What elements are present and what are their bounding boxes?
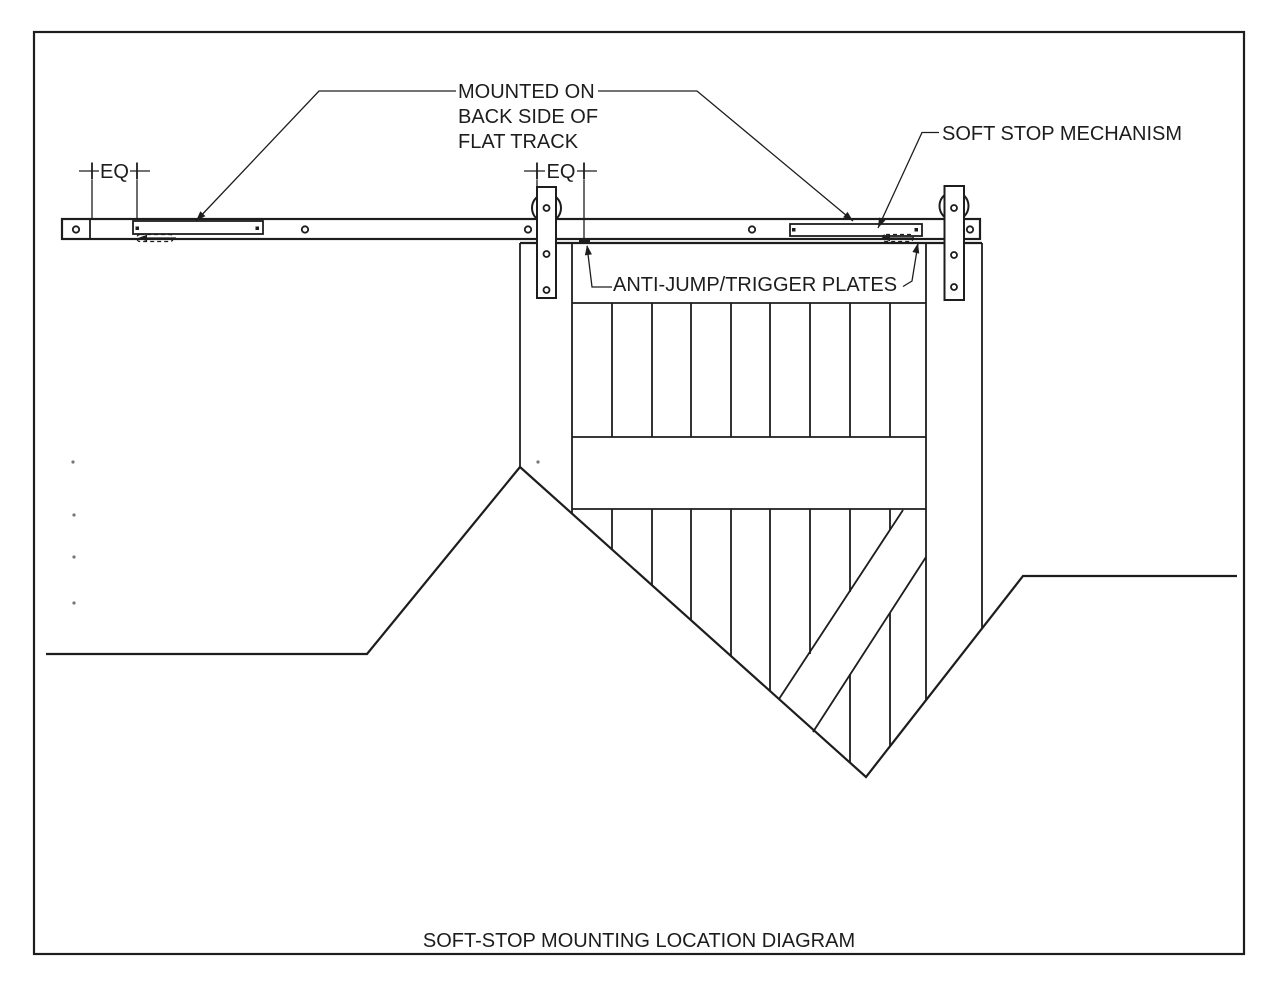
mounted-on-right-leader	[598, 90, 854, 222]
left-soft-stop-mechanism	[132, 220, 264, 235]
strap-hole	[542, 204, 551, 212]
mounted-on-label-line2: BACK SIDE OF	[458, 106, 598, 128]
strap-hole	[950, 251, 958, 259]
screw-dot	[914, 228, 918, 232]
sheet-border	[32, 30, 1246, 956]
strap-hole	[542, 250, 551, 258]
soft-stop-mechanisms	[132, 220, 923, 237]
screw-dot	[792, 228, 796, 232]
track-hole	[523, 225, 533, 234]
soft-stop-leader	[877, 131, 939, 229]
arrowhead-icon	[196, 211, 206, 221]
dimension-text-mask	[545, 161, 577, 180]
faint-dots	[71, 460, 540, 605]
strap-hole	[542, 286, 551, 294]
faint-dot	[72, 601, 76, 605]
eq-right-label: EQ	[547, 161, 576, 183]
arrowhead-icon	[843, 211, 853, 221]
track-holes	[71, 225, 975, 234]
upper-slat-lines	[611, 303, 891, 437]
leader-lines	[195, 90, 939, 288]
faint-dot	[72, 555, 76, 559]
anti-jump-left-leader	[586, 245, 612, 288]
trigger-plate-details	[136, 233, 914, 244]
brace-upper-line	[778, 509, 904, 700]
anti-jump-right-leader	[902, 243, 919, 288]
mounted-on-left-leader	[195, 90, 456, 222]
faint-dot	[71, 460, 75, 464]
hanger-straps	[536, 185, 965, 301]
barn-door	[519, 241, 983, 763]
lower-slat-lines	[611, 509, 891, 763]
dimension-text-mask	[99, 161, 130, 180]
screw-dot	[255, 226, 259, 230]
break-line	[46, 465, 1237, 779]
mounted-on-label-line1: MOUNTED ON	[458, 81, 595, 103]
track-hole	[747, 225, 757, 234]
track-bar	[60, 217, 982, 241]
dimension-eq-left: EQ	[79, 161, 150, 220]
arrowhead-icon	[912, 243, 920, 254]
eq-left-label: EQ	[100, 161, 129, 183]
diagram-title: SOFT-STOP MOUNTING LOCATION DIAGRAM	[423, 930, 855, 952]
flat-track	[60, 217, 982, 241]
track-hole	[300, 225, 310, 234]
left-hanger-strap	[536, 186, 557, 299]
dimension-eq-right: EQ	[524, 161, 597, 240]
left-arrowhead-icon	[138, 234, 147, 242]
arrowhead-icon	[878, 217, 886, 228]
right-arrowhead-icon	[881, 234, 890, 242]
right-soft-stop-mechanism	[789, 223, 923, 237]
faint-dot	[72, 513, 76, 517]
anti-jump-trigger-plates-label: ANTI-JUMP/TRIGGER PLATES	[613, 274, 897, 296]
track-hole	[965, 225, 975, 234]
soft-stop-mechanism-label: SOFT STOP MECHANISM	[942, 123, 1182, 145]
screw-dot	[135, 226, 139, 230]
right-hanger-strap	[943, 185, 965, 301]
strap-hole	[950, 204, 958, 212]
arrowhead-icon	[584, 245, 592, 256]
callout-labels: MOUNTED ON BACK SIDE OF FLAT TRACK SOFT …	[458, 81, 1182, 296]
brace-lower-line	[812, 556, 927, 733]
track-hole	[71, 225, 81, 234]
mounted-on-label-line3: FLAT TRACK	[458, 131, 579, 153]
faint-dot	[536, 460, 540, 464]
strap-hole	[950, 283, 958, 291]
